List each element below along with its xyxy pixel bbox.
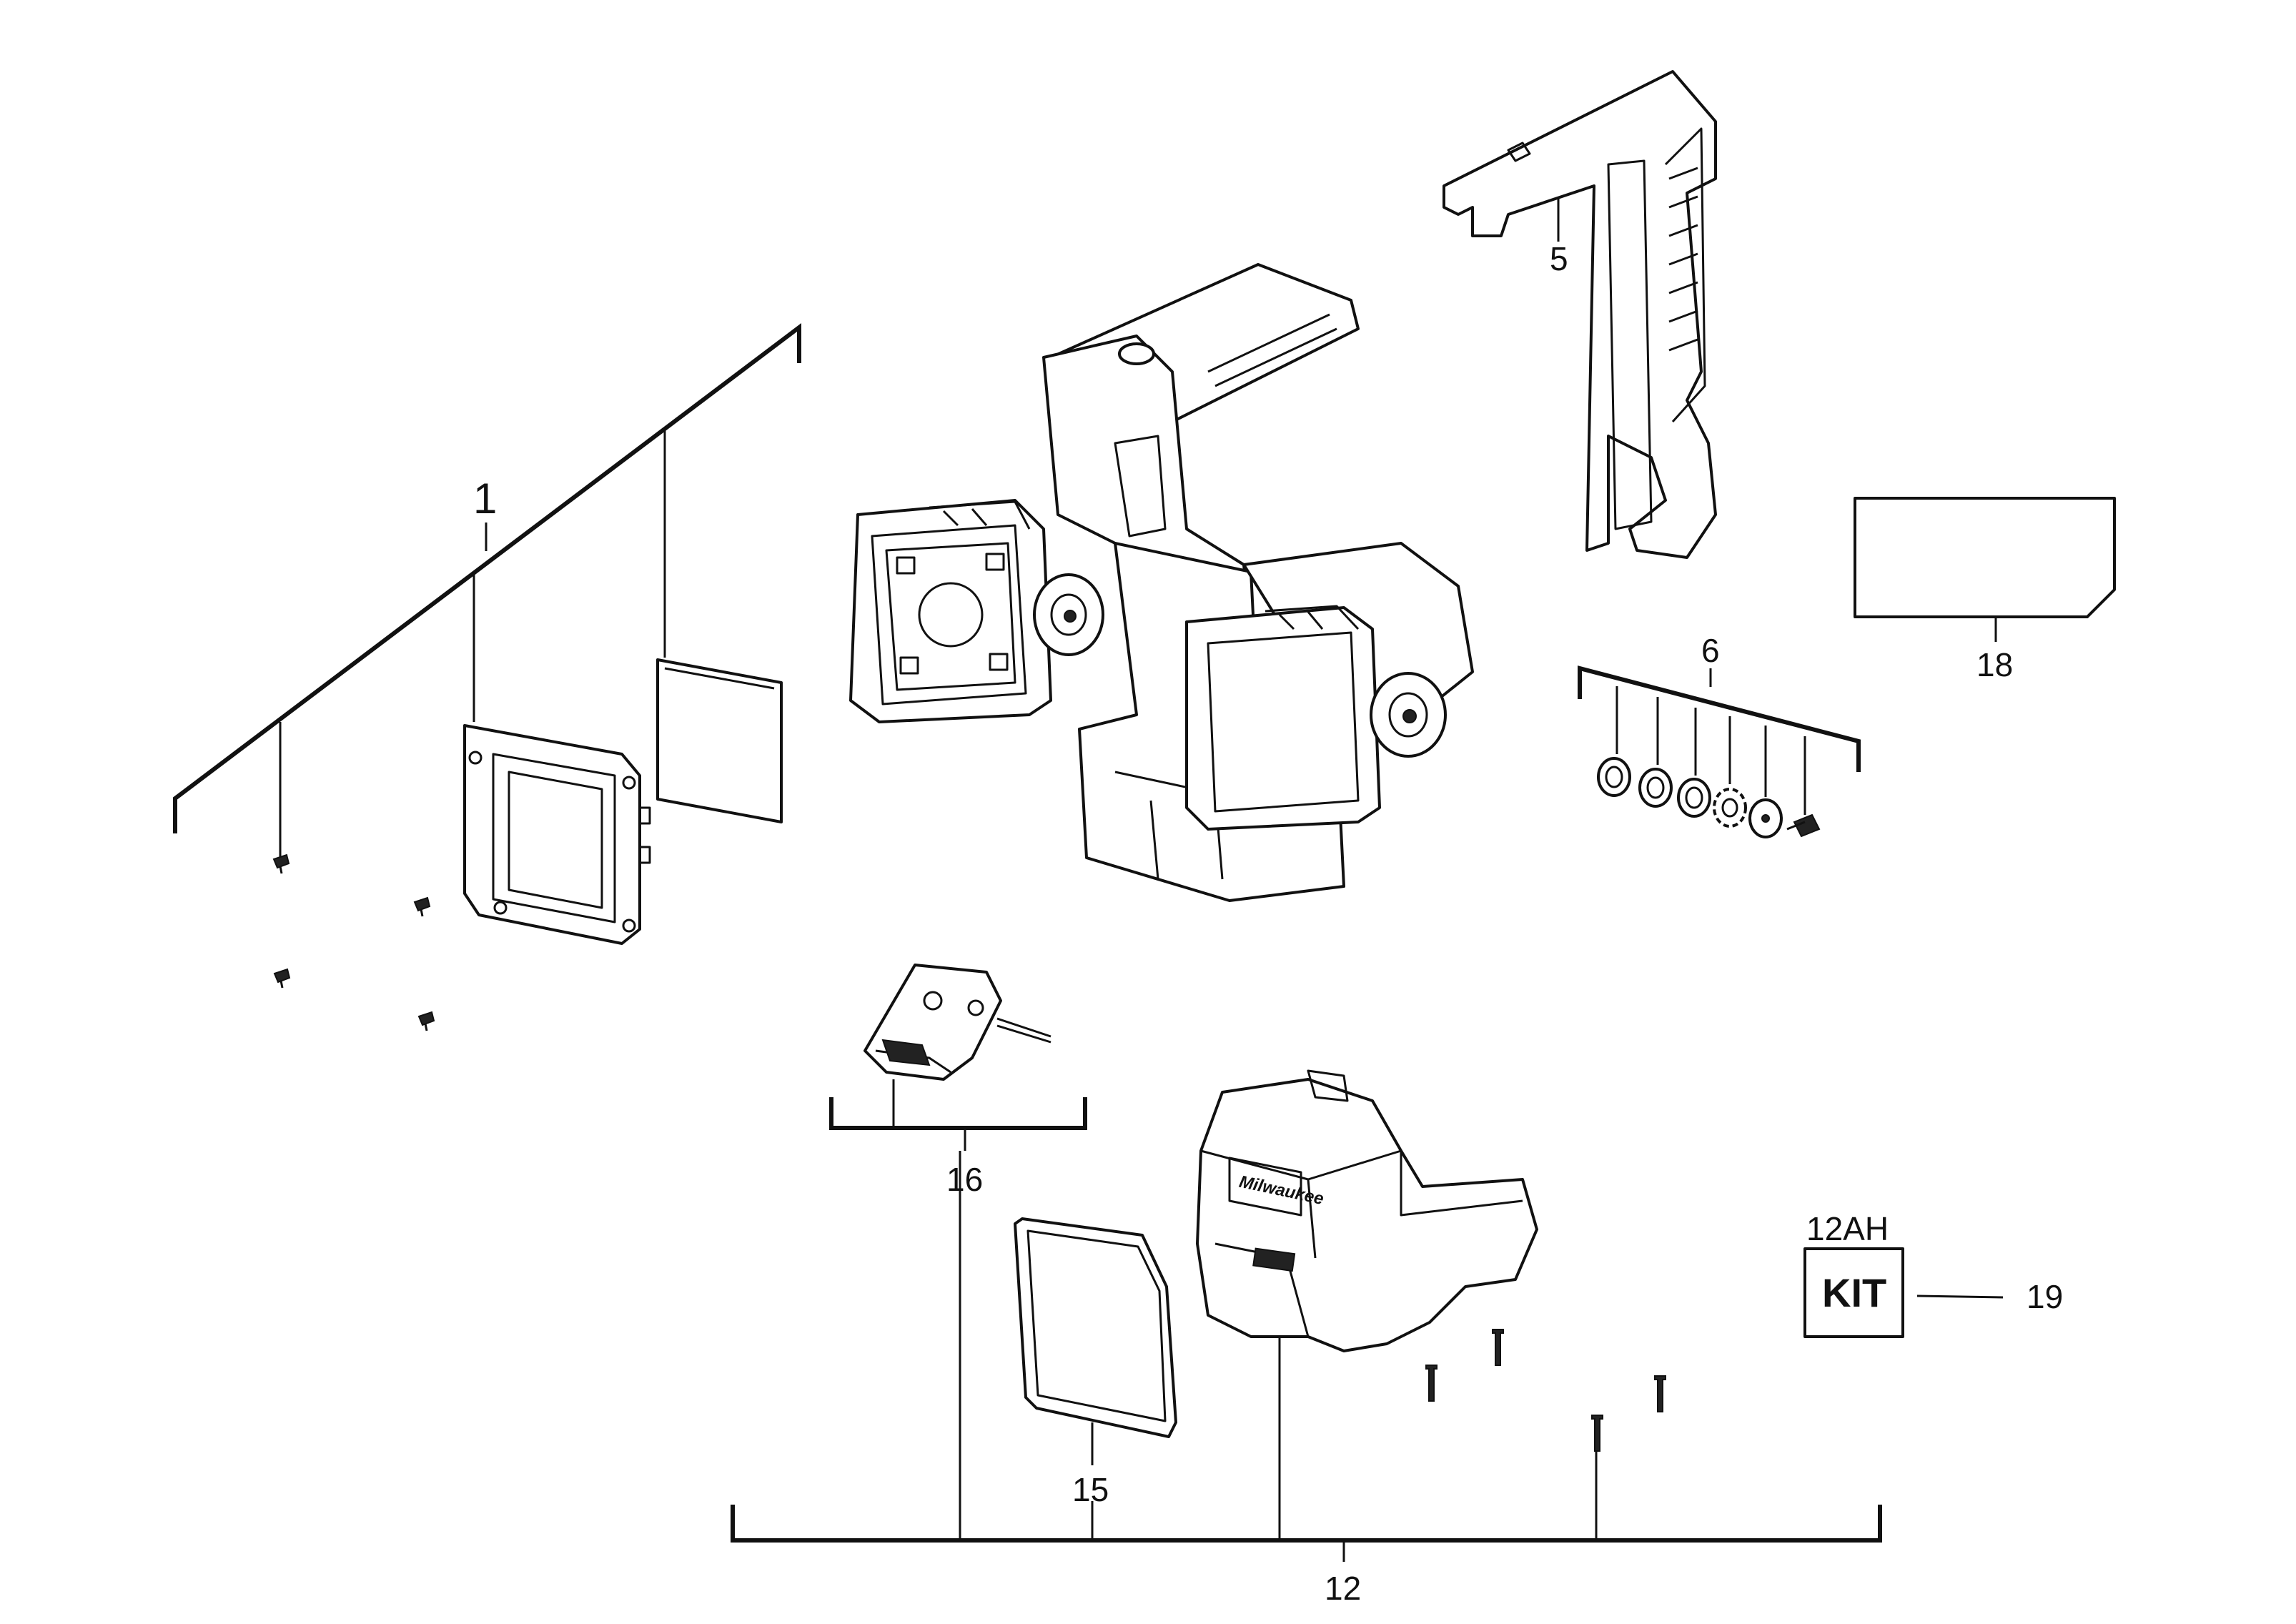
housing-screw [1654,1375,1666,1412]
left-lamp-head [849,499,1104,723]
bezel-screw [272,853,290,874]
kit-box [1803,1247,1904,1338]
bezel-screw [413,896,431,917]
callout-6: 6 [1701,632,1720,669]
callout-18: 18 [1976,646,2013,683]
housing-screw [1492,1329,1504,1366]
callout-16: 16 [946,1161,983,1198]
part-19-kit: 12AH KIT [1803,1210,2004,1338]
part-15-gasket [1014,1217,1177,1465]
main-light-housing [849,263,1474,902]
callout-1: 1 [473,475,497,523]
callout-19: 19 [2027,1278,2063,1315]
callout-15: 15 [1072,1471,1109,1508]
kit-label: KIT [1822,1270,1886,1315]
housing-screw [1591,1415,1603,1452]
right-lamp-head [1185,605,1447,831]
part-6-washer-set [1578,665,1861,838]
part-12-battery-housing: Milwaukee [731,1069,1882,1562]
bezel-screw [273,968,291,989]
part-16-latch [829,964,1087,1151]
callout-5: 5 [1550,240,1568,277]
callout-12: 12 [1325,1570,1361,1607]
part-18-label-plate [1854,497,2116,642]
part-5-handle-bracket [1443,70,1717,559]
kit-capacity: 12AH [1806,1210,1889,1247]
bezel-screw [417,1011,435,1031]
housing-screw [1425,1365,1438,1402]
part-1-lens-assembly [173,322,801,1031]
